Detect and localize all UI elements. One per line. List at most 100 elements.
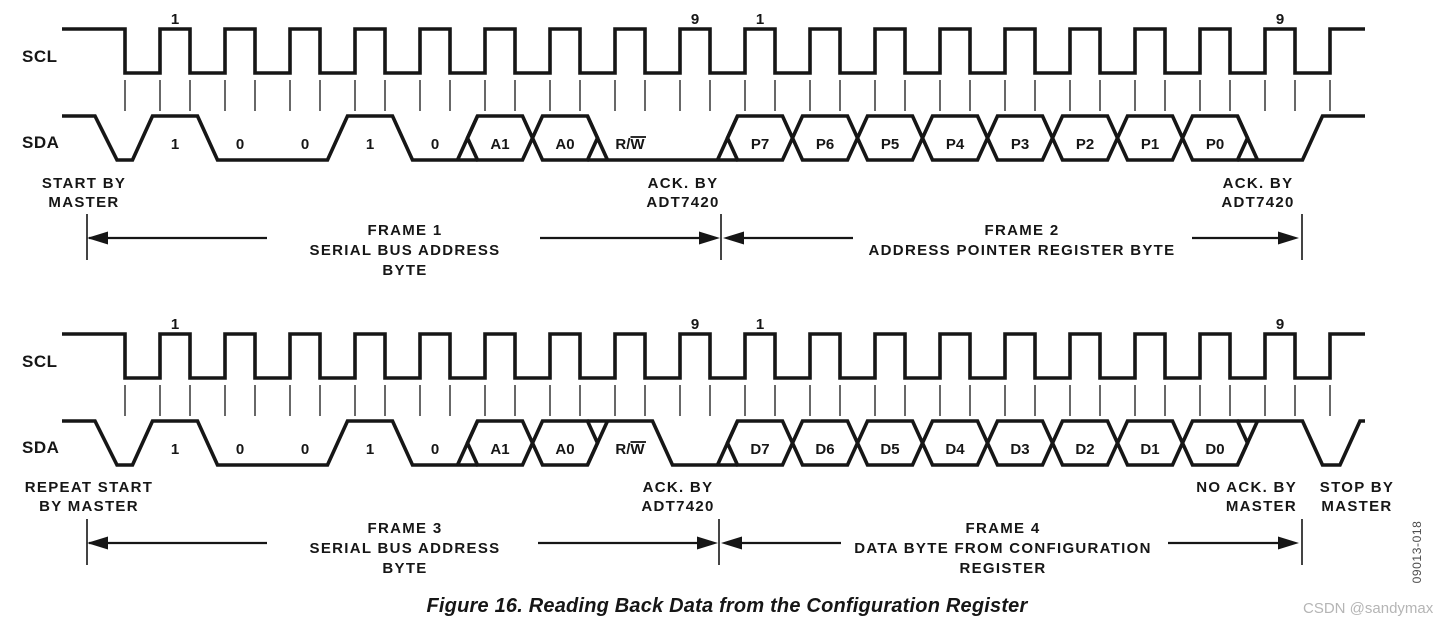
clock-number: 9 (1276, 11, 1284, 28)
annotation-line: NO ACK. BY (1196, 479, 1297, 496)
sda-waveform (62, 419, 478, 467)
bit-label: 0 (236, 136, 244, 153)
bit-label: D5 (880, 441, 899, 458)
arrowhead-left (87, 231, 108, 245)
bit-label: P1 (1141, 136, 1159, 153)
sda-waveform (1237, 114, 1365, 162)
arrowhead-right (1278, 231, 1299, 245)
bit-label: D4 (945, 441, 965, 458)
frame3-label: FRAME 3 SERIAL BUS ADDRESS BYTE (310, 519, 501, 579)
repeat-start-annotation: REPEAT START BY MASTER (25, 478, 153, 516)
scl-label: SCL (22, 352, 58, 371)
frame-title: FRAME 3 (367, 520, 443, 537)
figure-caption: Figure 16. Reading Back Data from the Co… (426, 595, 1028, 617)
frame-line: REGISTER (959, 560, 1047, 577)
bit-label: D3 (1010, 441, 1029, 458)
sda-waveform (587, 419, 738, 467)
bit-label: D0 (1205, 441, 1224, 458)
bit-label: P4 (946, 136, 965, 153)
stop-by-master-annotation: STOP BY MASTER (1320, 478, 1394, 516)
annotation-line: STOP BY (1319, 479, 1395, 496)
bit-label: R/W (615, 136, 645, 153)
sda-waveform (1237, 419, 1365, 467)
bit-label: A0 (555, 136, 574, 153)
watermark: CSDN @sandymax (1303, 600, 1434, 617)
arrowhead-right (1278, 536, 1299, 550)
clock-number: 9 (691, 11, 699, 28)
bit-label: A1 (490, 136, 509, 153)
bit-label: P3 (1011, 136, 1029, 153)
frame-line: DATA BYTE FROM CONFIGURATION (854, 540, 1152, 557)
annotation-line: MASTER (1225, 498, 1297, 515)
frame2-label: FRAME 2 ADDRESS POINTER REGISTER BYTE (869, 221, 1176, 261)
frame-line: BYTE (382, 262, 428, 279)
sda-waveform (62, 114, 478, 162)
bit-label: D6 (815, 441, 834, 458)
annotation-line: ACK. BY (642, 479, 714, 496)
clock-number: 1 (171, 11, 179, 28)
sda-label: SDA (22, 438, 60, 457)
bit-label: R/W (615, 441, 645, 458)
bit-label: 0 (236, 441, 244, 458)
annotation-line: START BY (41, 175, 127, 192)
frame4-label: FRAME 4 DATA BYTE FROM CONFIGURATION REG… (854, 519, 1152, 579)
bit-label: D2 (1075, 441, 1094, 458)
annotation-line: ACK. BY (647, 175, 719, 192)
annotation-line: MASTER (48, 194, 120, 211)
bit-label: 0 (431, 441, 439, 458)
data-bit-cell (530, 419, 600, 467)
arrowhead-left (723, 231, 744, 245)
bit-label: P5 (881, 136, 899, 153)
arrowhead-left (87, 536, 108, 550)
bit-label: 1 (171, 441, 179, 458)
frame-title: FRAME 2 (984, 222, 1060, 239)
bit-label: D1 (1140, 441, 1159, 458)
arrowhead-left (721, 536, 742, 550)
clock-number: 1 (756, 11, 764, 28)
bit-label: 1 (366, 136, 374, 153)
bit-label: 1 (171, 136, 179, 153)
bit-label: P0 (1206, 136, 1224, 153)
clock-number: 1 (171, 316, 179, 333)
scl-label: SCL (22, 47, 58, 66)
bit-label: A1 (490, 441, 509, 458)
bit-label: 0 (301, 136, 309, 153)
frame-line: ADDRESS POINTER REGISTER BYTE (868, 242, 1176, 259)
data-bit-cell (1180, 419, 1250, 467)
annotation-line: ADT7420 (646, 194, 720, 211)
bit-label: P7 (751, 136, 769, 153)
annotation-line: ACK. BY (1222, 175, 1294, 192)
bit-label: 0 (431, 136, 439, 153)
ack-by-adt7420-annotation: ACK. BY ADT7420 (1221, 174, 1294, 212)
clock-number: 1 (756, 316, 764, 333)
bit-label: P2 (1076, 136, 1094, 153)
frame-title: FRAME 4 (965, 520, 1041, 537)
frame-line: SERIAL BUS ADDRESS (309, 540, 501, 557)
clock-number: 9 (691, 316, 699, 333)
frame1-label: FRAME 1 SERIAL BUS ADDRESS BYTE (310, 221, 501, 281)
ack-by-adt7420-annotation: ACK. BY ADT7420 (646, 174, 719, 212)
arrowhead-right (699, 231, 720, 245)
data-bit-cell (530, 114, 600, 162)
bit-label: 0 (301, 441, 309, 458)
scl-waveform (62, 332, 1365, 380)
scl-waveform (62, 27, 1365, 75)
clock-number: 9 (1276, 316, 1284, 333)
ack-by-adt7420-annotation: ACK. BY ADT7420 (641, 478, 714, 516)
annotation-line: MASTER (1321, 498, 1393, 515)
frame-line: BYTE (382, 560, 428, 577)
data-bit-cell (1180, 114, 1250, 162)
document-code: 09013-018 (1410, 520, 1424, 584)
bit-label: P6 (816, 136, 834, 153)
bit-label: 1 (366, 441, 374, 458)
arrowhead-right (697, 536, 718, 550)
annotation-line: ADT7420 (1221, 194, 1295, 211)
bit-label: D7 (750, 441, 769, 458)
sda-label: SDA (22, 133, 60, 152)
frame-title: FRAME 1 (367, 222, 443, 239)
frame-line: SERIAL BUS ADDRESS (309, 242, 501, 259)
start-by-master-annotation: START BY MASTER (42, 174, 126, 212)
bit-label: A0 (555, 441, 574, 458)
